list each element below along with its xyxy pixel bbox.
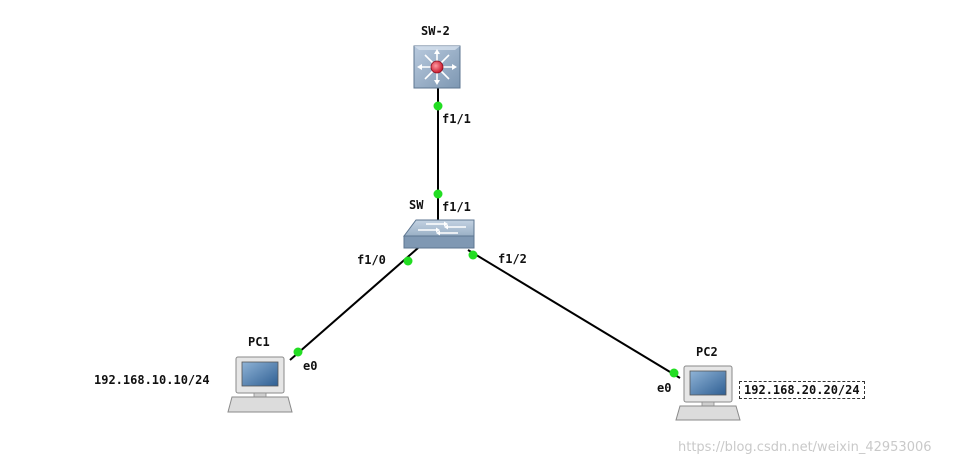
device-label-sw: SW — [409, 198, 424, 212]
port-status-dot-sw2-f1-1 — [433, 101, 443, 111]
ip-note-pc1: 192.168.10.10/24 — [94, 373, 210, 387]
port-status-dot-sw-f1-0 — [403, 256, 413, 266]
computer-icon-pc2[interactable] — [675, 365, 741, 421]
watermark-text: https://blog.csdn.net/weixin_42953006 — [678, 440, 932, 455]
port-label-sw-f1-0: f1/0 — [357, 253, 386, 267]
multilayer-switch-icon[interactable] — [413, 45, 461, 89]
port-label-pc1-e0: e0 — [303, 359, 318, 373]
device-label-sw2: SW-2 — [421, 24, 450, 38]
port-label-pc2-e0: e0 — [657, 381, 672, 395]
link-sw-pc1[interactable] — [289, 247, 419, 361]
port-label-sw-f1-1: f1/1 — [442, 200, 471, 214]
port-label-sw2-f1-1: f1/1 — [442, 112, 471, 126]
device-label-pc1: PC1 — [248, 335, 270, 349]
switch-icon[interactable] — [403, 219, 475, 249]
device-label-pc2: PC2 — [696, 345, 718, 359]
port-label-sw-f1-2: f1/2 — [498, 252, 527, 266]
ip-note-pc2: 192.168.20.20/24 — [739, 381, 865, 399]
port-status-dot-sw-f1-1 — [433, 189, 443, 199]
link-sw-pc2[interactable] — [467, 249, 681, 379]
computer-icon-pc1[interactable] — [227, 356, 293, 413]
port-status-dot-pc2-e0 — [669, 368, 679, 378]
port-status-dot-pc1-e0 — [293, 347, 303, 357]
port-status-dot-sw-f1-2 — [468, 250, 478, 260]
